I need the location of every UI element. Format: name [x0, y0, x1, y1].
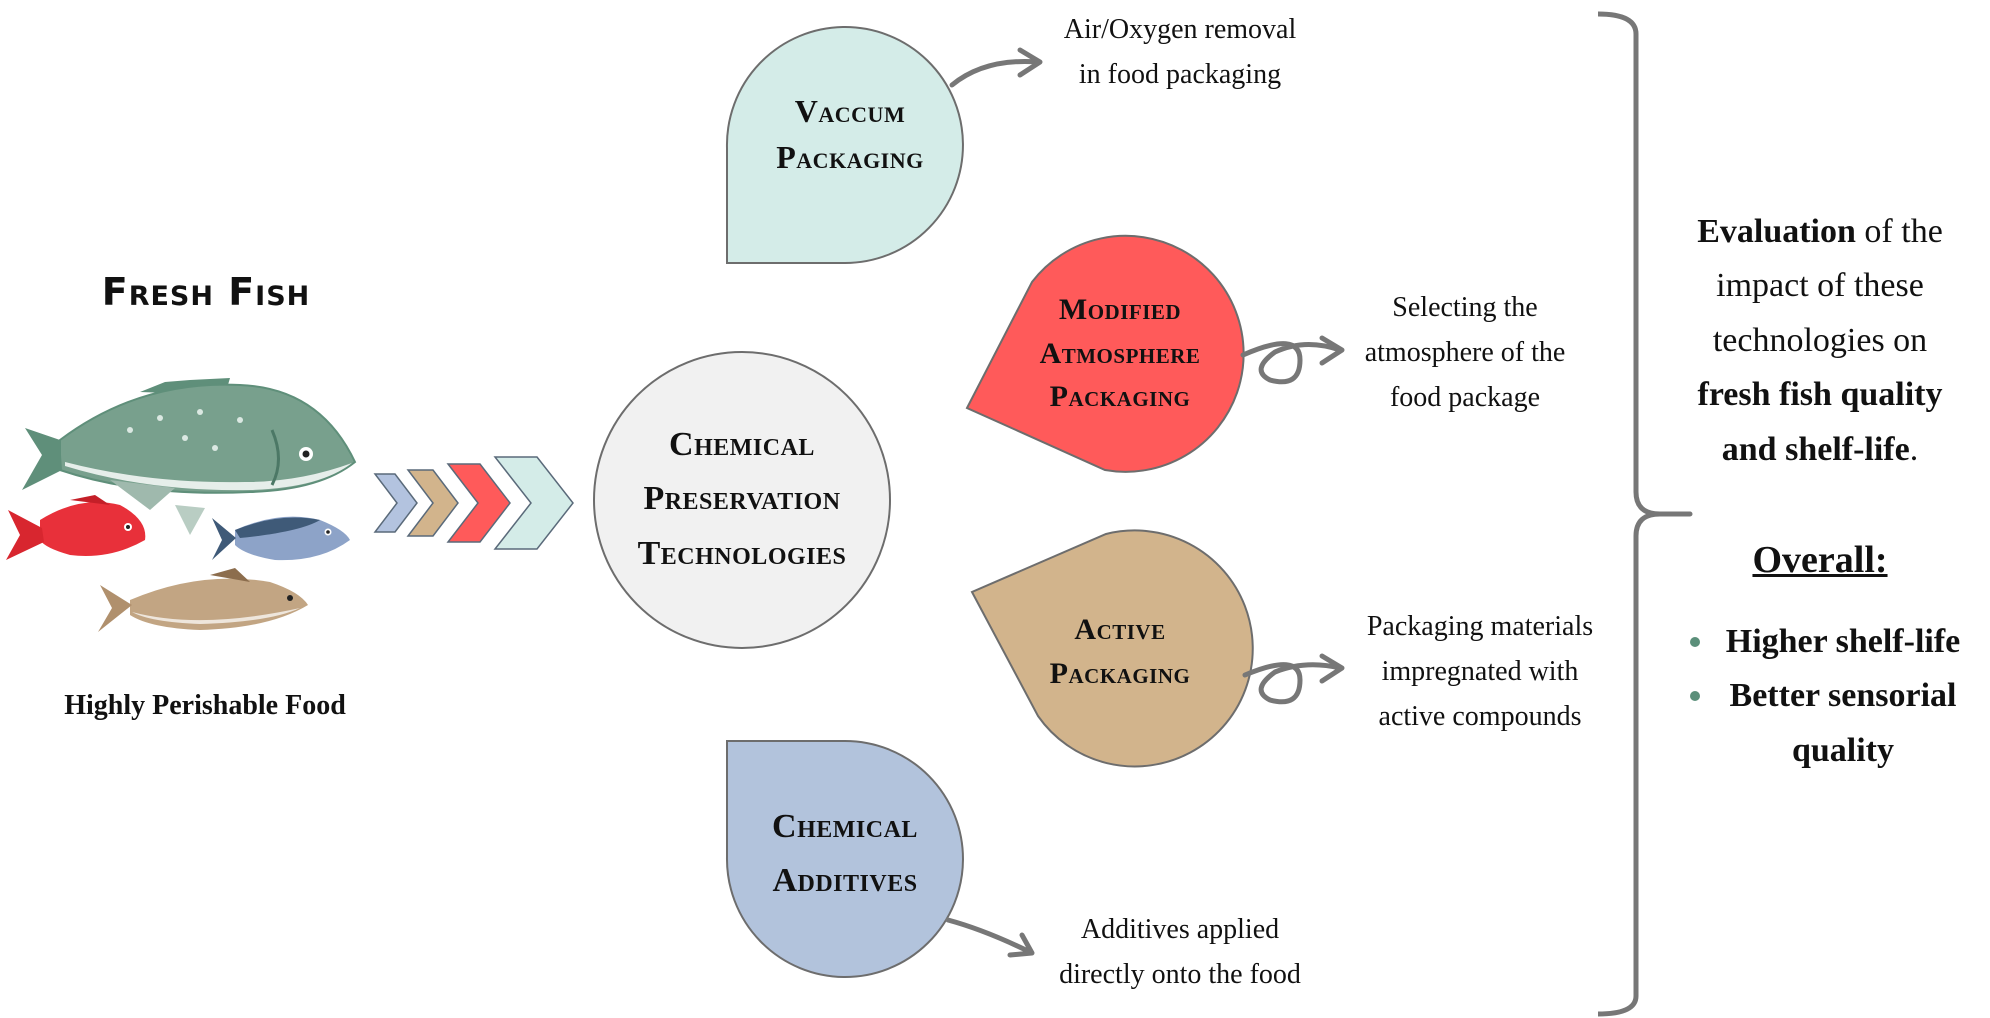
brown-fish-icon — [98, 568, 308, 632]
bullet-icon — [1690, 637, 1700, 647]
active-line-1: Active — [1074, 613, 1166, 646]
active-packaging-label: Active Packaging — [1005, 608, 1235, 695]
active-packaging-arrow — [1242, 653, 1345, 705]
modified-atmosphere-label: Modified Atmosphere Packaging — [1005, 288, 1235, 419]
center-line-2: Preservation — [643, 480, 841, 518]
evaluation-of-the: of the — [1855, 213, 1943, 250]
evaluation-line-3: technologies on — [1712, 321, 1928, 359]
overall-title: Overall: — [1752, 539, 1888, 581]
additives-line-1: Chemical — [772, 808, 918, 845]
center-label: Chemical Preservation Technologies — [594, 418, 890, 581]
active-desc-2: impregnated with — [1381, 655, 1579, 687]
evaluation-line-5: and shelf-life — [1721, 430, 1910, 468]
chevron-arrow-icon — [446, 463, 511, 543]
active-desc-1: Packaging materials — [1366, 611, 1594, 642]
chevron-arrow-icon — [493, 456, 574, 550]
modified-atmosphere-shape — [965, 234, 1245, 473]
chemical-additives-label: Chemical Additives — [735, 800, 955, 909]
overall-item-text: Higher shelf-life — [1725, 623, 1961, 660]
chemical-additives-arrow — [945, 917, 1035, 958]
vacuum-packaging-label: Vaccum Packaging — [740, 88, 960, 181]
overall-item: Better sensorial quality — [1680, 669, 1980, 778]
fresh-fish-illustration — [6, 378, 357, 632]
modified-desc-3: food package — [1389, 381, 1541, 413]
center-line-3: Technologies — [637, 534, 847, 572]
red-fish-icon — [6, 495, 146, 560]
active-packaging-description: Packaging materials impregnated with act… — [1340, 605, 1620, 739]
center-line-1: Chemical — [669, 426, 815, 463]
chevron-arrow-icon — [406, 469, 459, 537]
flow-chevrons — [373, 456, 574, 550]
modified-atmosphere-arrow — [1240, 335, 1345, 385]
fresh-fish-title: Fresh Fish — [101, 270, 311, 314]
vacuum-arrow — [949, 47, 1043, 88]
vacuum-packaging-shape — [725, 26, 964, 264]
evaluation-line-2: impact of these — [1716, 267, 1924, 305]
active-line-2: Packaging — [1049, 656, 1191, 690]
modified-desc-1: Selecting the — [1392, 292, 1538, 323]
vacuum-description: Air/Oxygen removal in food packaging — [1020, 8, 1340, 98]
chemical-additives-description: Additives applied directly onto the food — [1020, 908, 1340, 998]
modified-line-1: Modified — [1058, 293, 1182, 326]
chevron-arrow-icon — [373, 473, 418, 533]
blue-fish-icon — [212, 516, 350, 561]
green-fish-icon — [22, 378, 357, 535]
modified-line-2: Atmosphere — [1039, 336, 1201, 370]
evaluation-text: Evaluation of the impact of these techno… — [1680, 205, 1960, 477]
grouping-brace — [1597, 11, 1693, 1017]
overall-item-text: Better sensorial quality — [1729, 677, 1957, 769]
bullet-icon — [1690, 691, 1700, 702]
overall-item: Higher shelf-life — [1680, 615, 1980, 669]
vacuum-line-1: Vaccum — [794, 93, 906, 129]
additives-line-2: Additives — [772, 862, 918, 900]
additives-desc-2: directly onto the food — [1059, 958, 1301, 990]
evaluation-line-4: fresh fish quality — [1697, 376, 1943, 414]
active-desc-3: active compounds — [1378, 700, 1582, 732]
additives-desc-1: Additives applied — [1080, 914, 1280, 945]
overall-list: Higher shelf-life Better sensorial quali… — [1680, 615, 1980, 778]
center-circle — [593, 351, 891, 649]
chemical-additives-shape — [725, 740, 964, 978]
evaluation-period: . — [1909, 430, 1919, 468]
evaluation-word: Evaluation — [1697, 213, 1856, 250]
modified-line-3: Packaging — [1049, 380, 1191, 413]
active-packaging-shape — [970, 529, 1254, 768]
modified-desc-2: atmosphere of the — [1364, 336, 1566, 368]
vacuum-desc-1: Air/Oxygen removal — [1063, 14, 1297, 45]
perishable-food-subtitle: Highly Perishable Food — [64, 690, 346, 721]
modified-atmosphere-description: Selecting the atmosphere of the food pac… — [1340, 286, 1590, 420]
vacuum-line-2: Packaging — [776, 139, 924, 176]
vacuum-desc-2: in food packaging — [1078, 58, 1282, 90]
